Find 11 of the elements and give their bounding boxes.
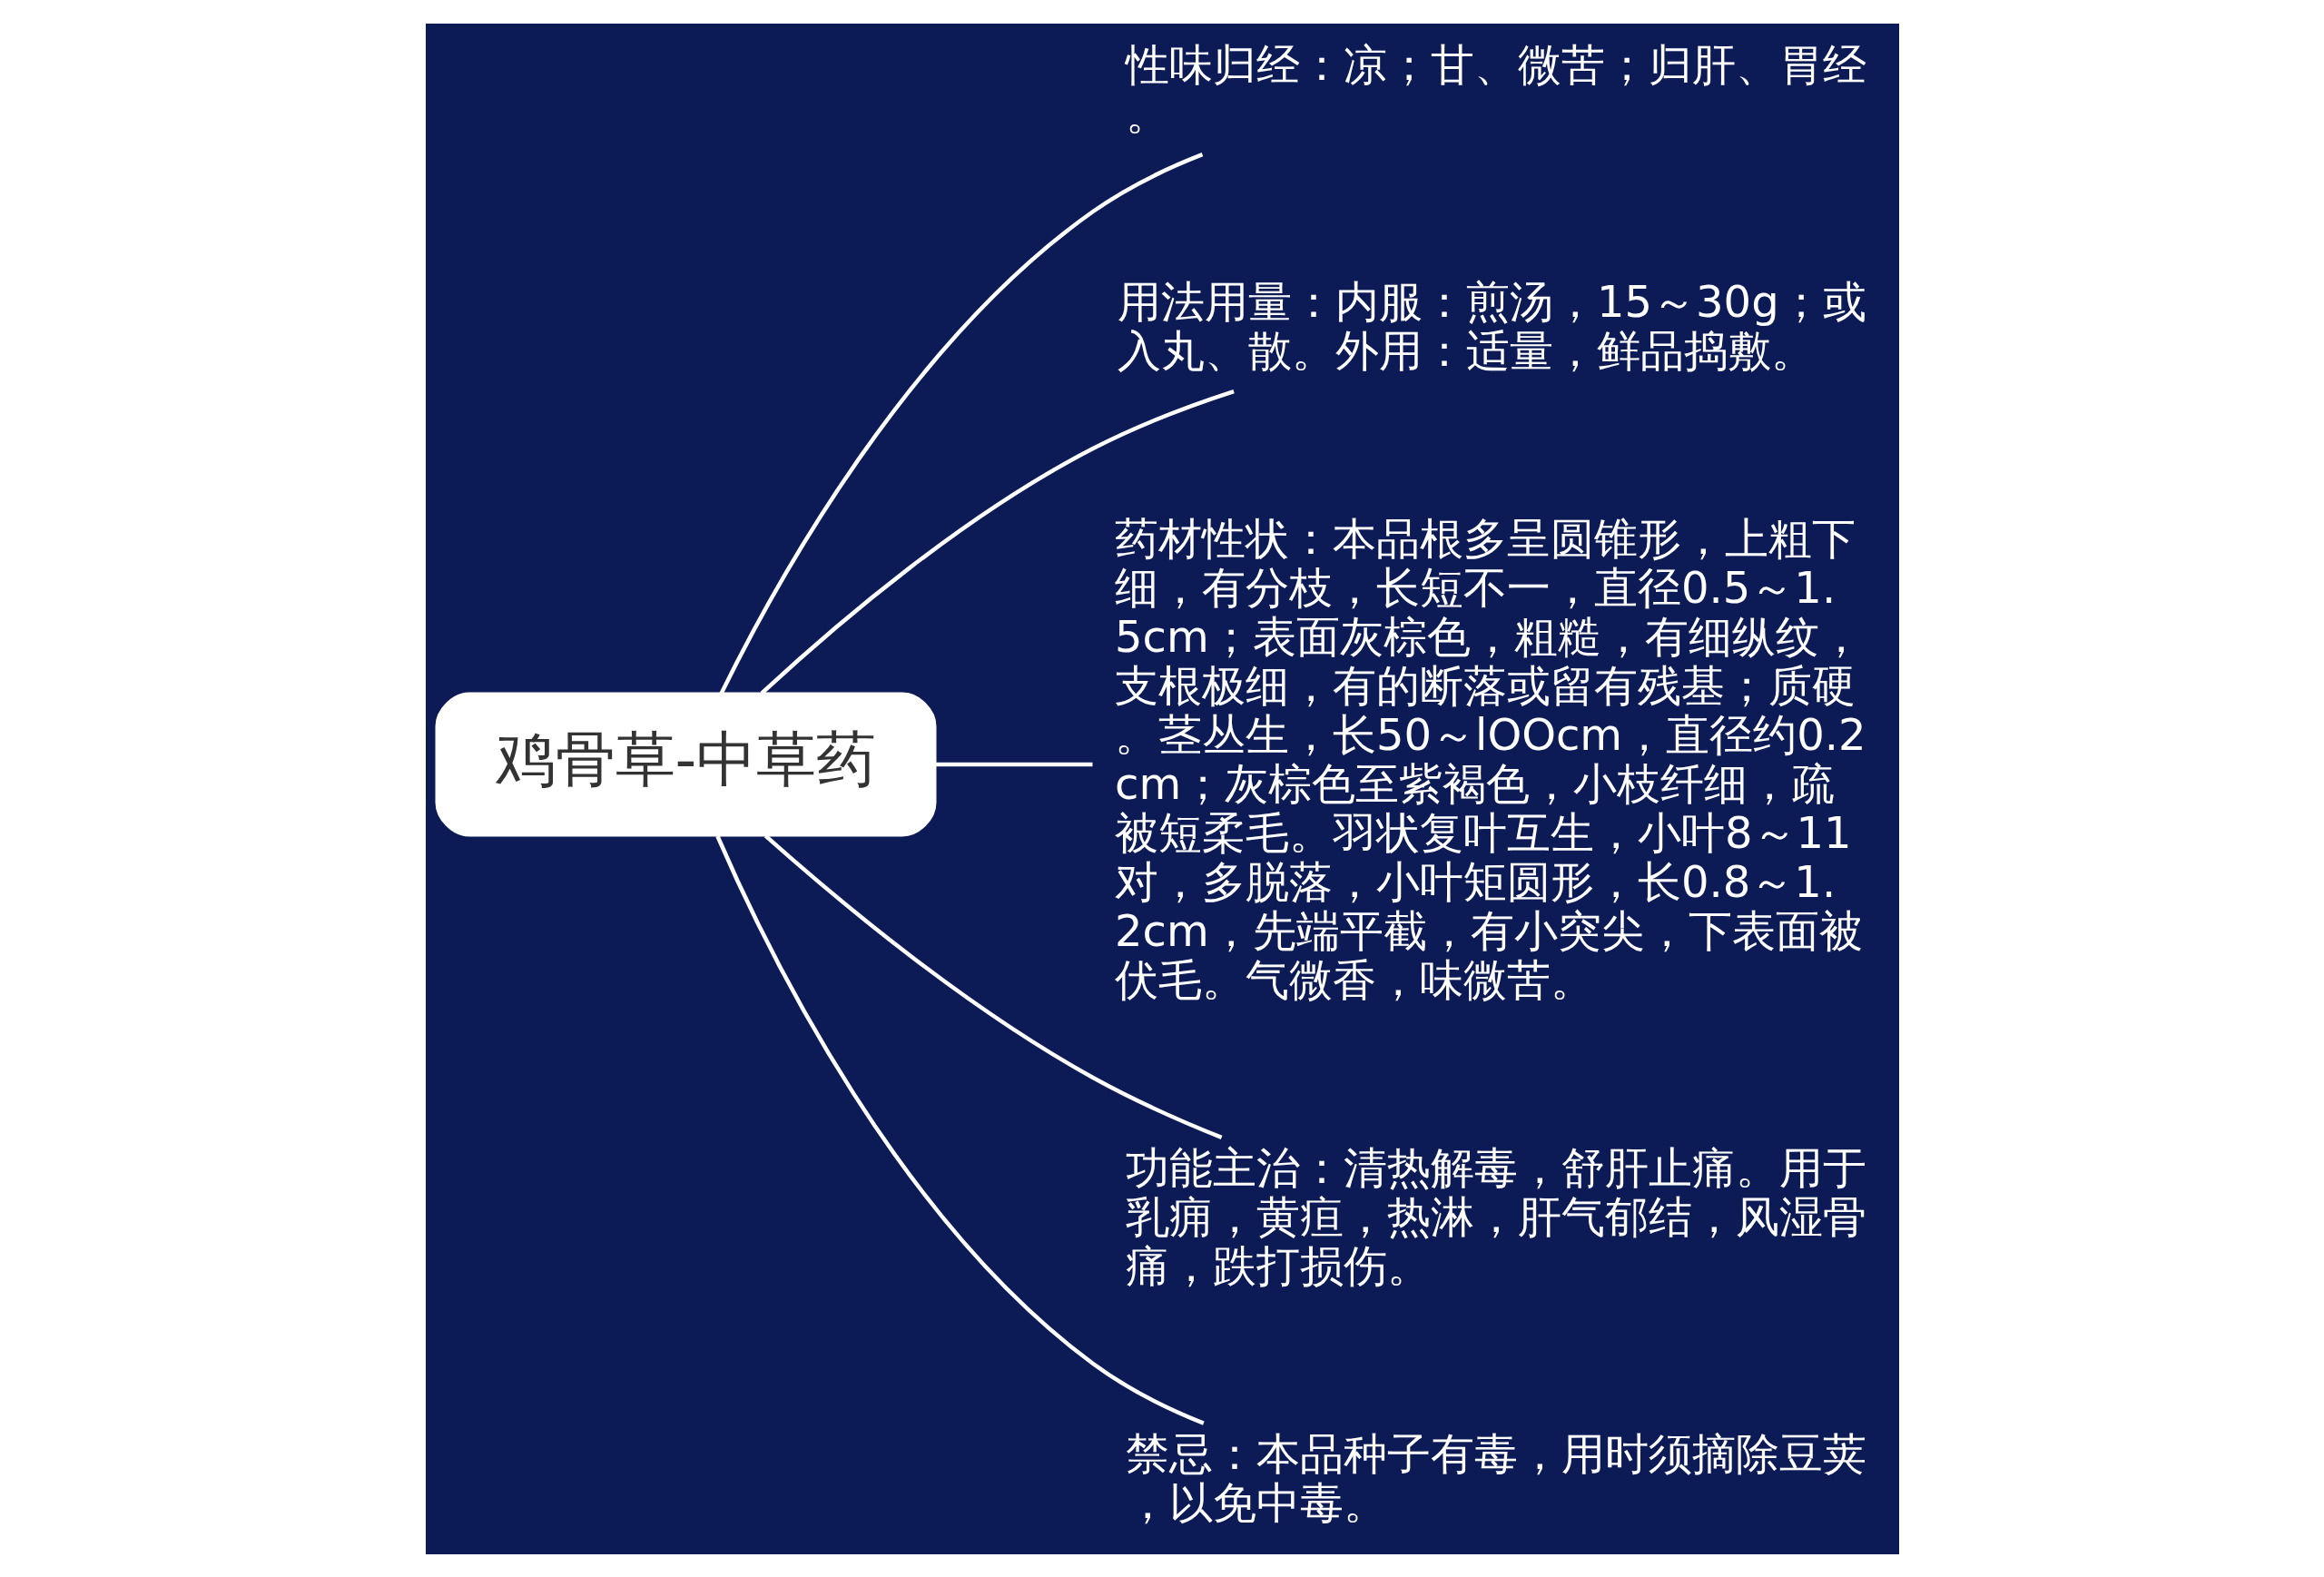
- node-text: 用法用量：内服：煎汤，15～30g；或入丸、散。外用：适量，鲜品捣敷。: [1117, 275, 1866, 376]
- connector: [935, 762, 1092, 766]
- node-text: 功能主治：清热解毒，舒肝止痛。用于乳痈，黄疸，热淋，肝气郁结，风湿骨痛，跌打损伤。: [1125, 1141, 1866, 1291]
- node-text: 药材性状：本品根多呈圆锥形，上粗下细，有分枝，长短不一，直径0.5～1.5cm；表面灰棕色，粗糙，有细纵纹，支根极细，有的断落或留有残基；质硬。茎丛生，长50～lOOcm，直径约0.2cm；灰棕色至紫褐色，小枝纤细，疏被短柔毛。羽状复叶互生，小叶8～11对，多脱落，小叶矩圆形，长0.8～1.2cm，先端平截，有小突尖，下表面被伏毛。气微香，味微苦。: [1114, 512, 1866, 1005]
- connector: [763, 833, 1222, 1139]
- connector: [759, 389, 1235, 695]
- node-box: 鸡骨草-中草药: [435, 692, 936, 836]
- connector: [719, 152, 1203, 695]
- node-text: 禁忌：本品种子有毒，用时须摘除豆荚，以免中毒。: [1125, 1427, 1866, 1528]
- node-text: 性味归经：凉；甘、微苦；归肝、胃经。: [1125, 38, 1866, 139]
- connector: [714, 834, 1205, 1425]
